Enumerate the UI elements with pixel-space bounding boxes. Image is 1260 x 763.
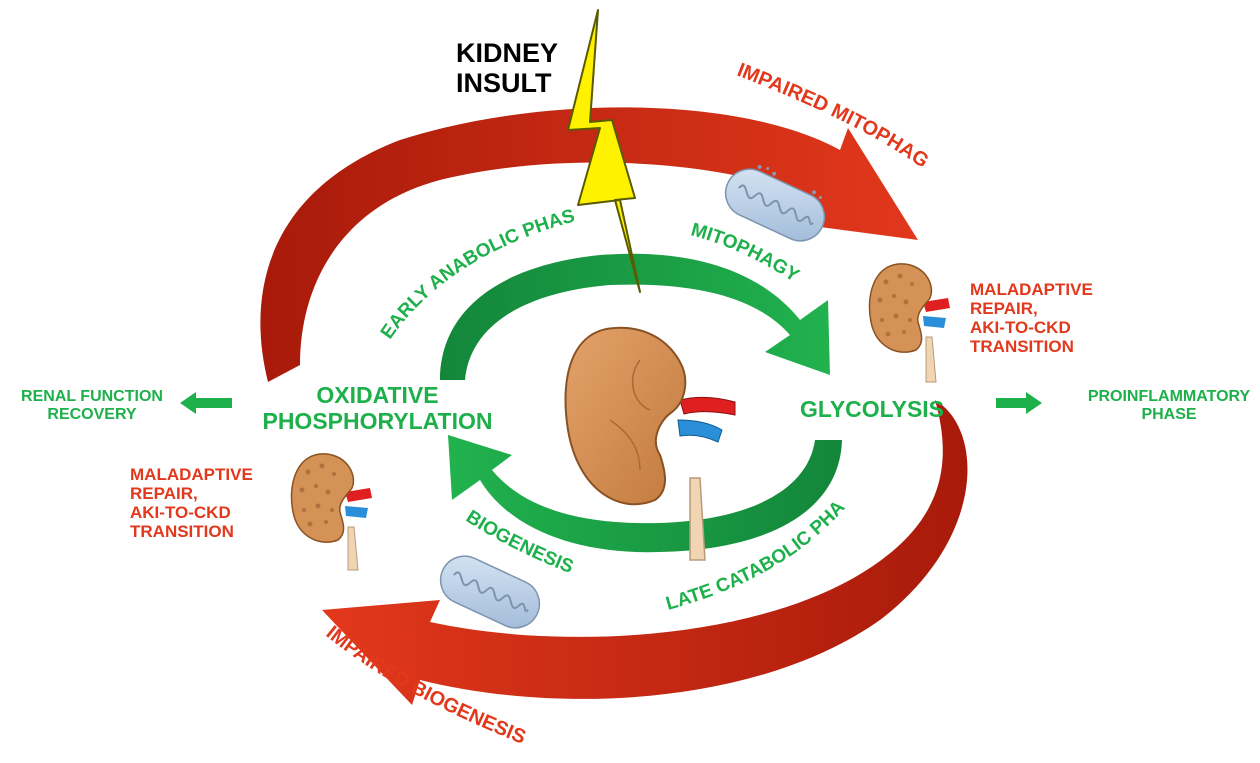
- proinflammatory-phase-label: PROINFLAMMATORY PHASE: [1085, 388, 1253, 424]
- maladaptive-right-line1: MALADAPTIVE: [970, 280, 1093, 299]
- kidney-insult-line2: INSULT: [456, 68, 558, 98]
- kidney-insult-line1: KIDNEY: [456, 38, 558, 68]
- glycolysis-label: GLYCOLYSIS: [800, 397, 944, 423]
- maladaptive-right-line4: TRANSITION: [970, 337, 1093, 356]
- proinflammatory-line2: PHASE: [1085, 406, 1253, 424]
- diseased-kidney-icon-left: [291, 454, 372, 570]
- maladaptive-left-line3: AKI-TO-CKD: [130, 503, 253, 522]
- arrow-icon-right: [996, 392, 1042, 414]
- maladaptive-repair-right-label: MALADAPTIVE REPAIR, AKI-TO-CKD TRANSITIO…: [970, 280, 1093, 356]
- proinflammatory-line1: PROINFLAMMATORY: [1085, 388, 1253, 406]
- oxidative-phosphorylation-label: OXIDATIVE PHOSPHORYLATION: [255, 383, 500, 435]
- maladaptive-right-line3: AKI-TO-CKD: [970, 318, 1093, 337]
- arrow-icon: [180, 392, 232, 414]
- maladaptive-left-line4: TRANSITION: [130, 522, 253, 541]
- maladaptive-left-line1: MALADAPTIVE: [130, 465, 253, 484]
- maladaptive-right-line2: REPAIR,: [970, 299, 1093, 318]
- recovery-line1: RENAL FUNCTION: [8, 388, 176, 406]
- oxphos-line1: OXIDATIVE: [255, 383, 500, 409]
- maladaptive-repair-left-label: MALADAPTIVE REPAIR, AKI-TO-CKD TRANSITIO…: [130, 465, 253, 541]
- recovery-line2: RECOVERY: [8, 406, 176, 424]
- oxphos-line2: PHOSPHORYLATION: [255, 409, 500, 435]
- maladaptive-left-line2: REPAIR,: [130, 484, 253, 503]
- kidney-insult-label: KIDNEY INSULT: [456, 38, 558, 98]
- diseased-kidney-icon: [869, 264, 950, 382]
- renal-function-recovery-label: RENAL FUNCTION RECOVERY: [8, 388, 176, 424]
